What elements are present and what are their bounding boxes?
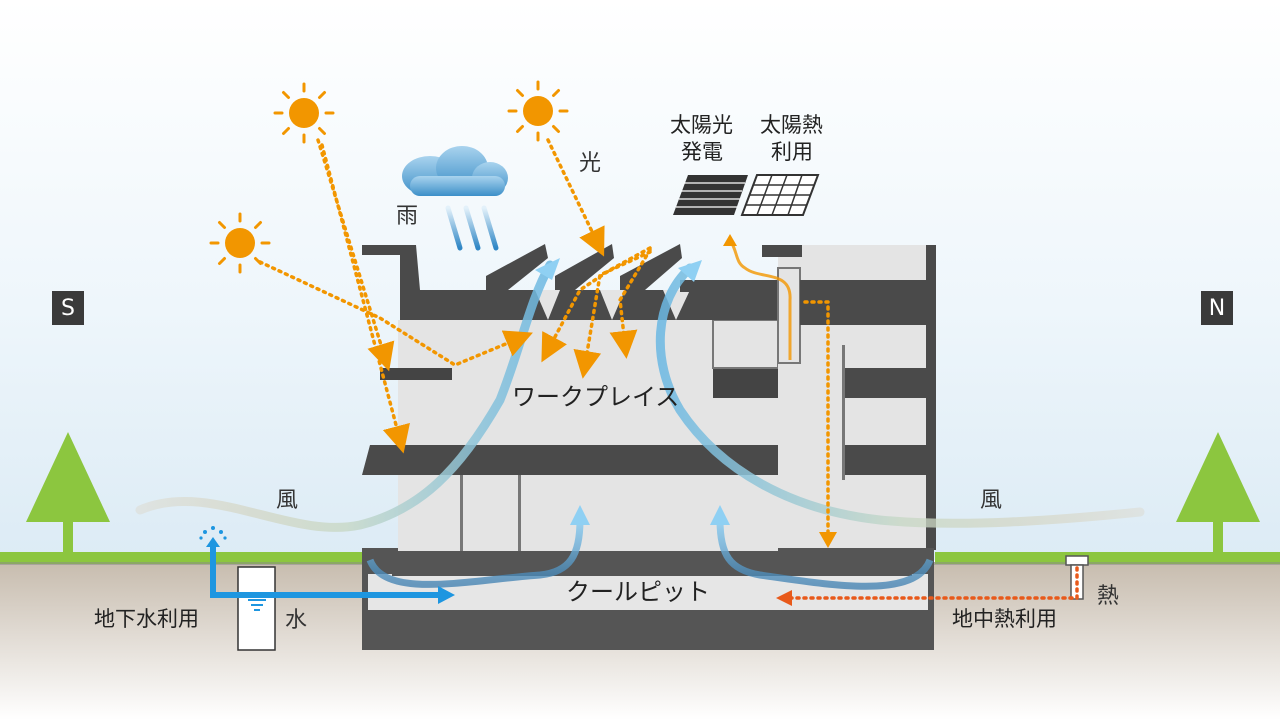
light-label: 光 (579, 151, 602, 176)
solar-pv-panel-icon (673, 175, 748, 215)
solar-thermal-label-line2: 利用 (771, 140, 813, 164)
sun-icon (273, 82, 335, 144)
solar-thermal-panel-icon (740, 174, 820, 216)
wind-flow-right (655, 263, 1145, 528)
north-label: N (1201, 291, 1233, 325)
building (362, 244, 936, 650)
rain-label: 雨 (396, 204, 419, 229)
water-label: 水 (285, 608, 308, 633)
well-icon (237, 566, 276, 651)
workplace-label: ワークプレイス (512, 383, 680, 411)
geothermal-use-label: 地中熱利用 (952, 607, 1057, 631)
groundwater-use-label: 地下水利用 (94, 607, 199, 631)
wind-label-left: 風 (276, 488, 299, 513)
tree-icon (1176, 432, 1260, 554)
ventilation-flow (803, 300, 830, 537)
sun-icon (507, 80, 569, 142)
tree-icon (26, 432, 110, 554)
sunlight-rays (258, 138, 652, 454)
grass-right (935, 552, 1280, 564)
solar-pv-label-line1: 太陽光 (670, 113, 733, 137)
sun-icon (209, 212, 271, 274)
solar-thermal-label-line1: 太陽熱 (760, 113, 823, 137)
south-label: S (52, 291, 84, 325)
cloud-icon (402, 146, 508, 196)
wind-label-right: 風 (980, 488, 1003, 513)
geothermal-flow (788, 566, 1079, 600)
groundwater-flow (210, 545, 440, 598)
heat-label: 熱 (1097, 584, 1120, 609)
exhaust-flow (728, 239, 792, 360)
rain-icon (445, 205, 499, 251)
grass-left (0, 552, 365, 564)
cool-pit-label: クールピット (566, 578, 710, 606)
solar-pv-label-line2: 発電 (681, 140, 723, 164)
cool-pit-airflow (366, 519, 584, 588)
water-spray-icon (199, 526, 227, 540)
